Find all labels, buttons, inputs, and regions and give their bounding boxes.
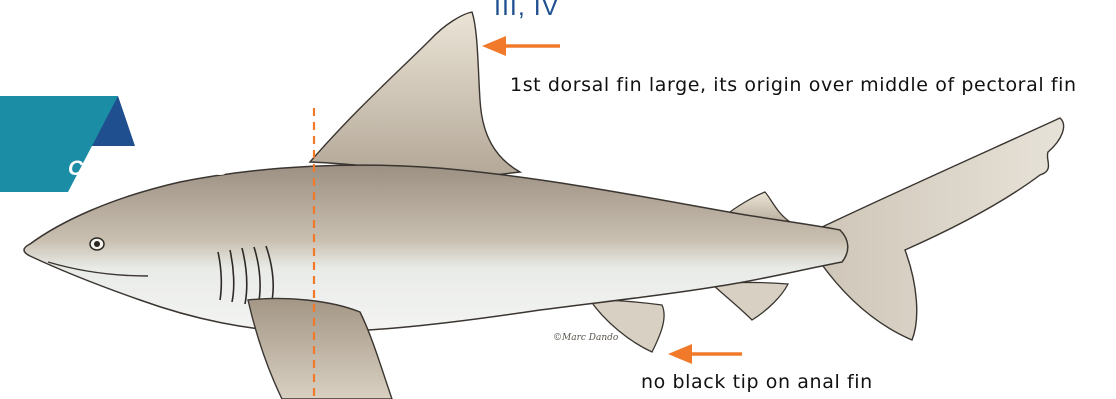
anal-fin-arrow [668, 344, 742, 364]
anal-fin-annotation: no black tip on anal fin [641, 371, 873, 393]
dorsal-fin-arrow [482, 36, 560, 56]
shark-eye [90, 238, 104, 250]
section-label: III, IV [494, 0, 559, 22]
species-name: C. PLUMBEUS [68, 157, 229, 181]
first-dorsal-fin [310, 12, 520, 178]
dorsal-fin-annotation: 1st dorsal fin large, its origin over mi… [510, 74, 1077, 96]
anal-fin [712, 283, 788, 321]
pelvic-fin [590, 300, 664, 352]
artist-credit: ©Marc Dando [553, 333, 618, 343]
shark-body [24, 165, 848, 332]
caudal-fin [820, 118, 1064, 340]
